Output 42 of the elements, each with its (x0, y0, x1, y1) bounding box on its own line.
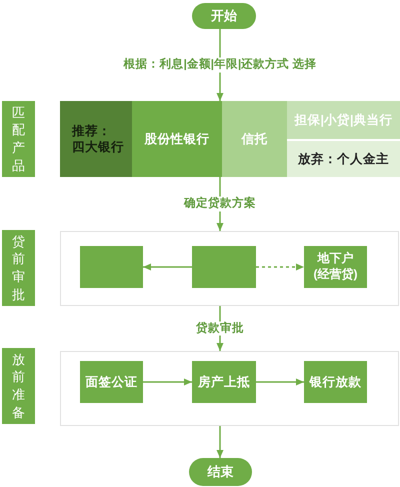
process-box (222, 101, 287, 177)
process-label: 担保|小贷|典当行 (294, 112, 392, 128)
process-label: 面签公证 (86, 374, 138, 390)
process-box (132, 101, 222, 177)
arrow (216, 177, 224, 231)
process-label: (经营贷) (314, 267, 358, 283)
process-box (60, 101, 132, 177)
stage-label: 放前准备 (12, 350, 25, 422)
arrow (143, 264, 192, 270)
process-label: 信托 (242, 130, 268, 148)
section-panel (60, 231, 399, 306)
terminal-label: 开始 (211, 8, 237, 24)
terminal-label: 结束 (208, 464, 234, 480)
dashed-arrow (256, 264, 304, 270)
process-box (192, 361, 256, 403)
terminal-pill (189, 458, 252, 486)
process-box (304, 246, 367, 288)
process-box (287, 141, 400, 177)
process-label: 四大银行 (72, 139, 124, 156)
stage-label: 匹配产品 (12, 104, 25, 174)
stage-box (2, 101, 35, 177)
process-box (304, 361, 367, 403)
stage-box (2, 230, 35, 306)
terminal-pill (192, 3, 256, 29)
process-label: 房产上抵 (198, 374, 250, 390)
process-box (80, 361, 143, 403)
process-label: 地下户 (318, 251, 354, 267)
section-panel (60, 351, 399, 426)
arrow (216, 426, 224, 458)
process-label: 银行放款 (310, 374, 362, 390)
arrow (216, 29, 224, 101)
process-box (287, 101, 400, 139)
arrow (216, 306, 224, 351)
arrow (143, 378, 192, 386)
stage-box (2, 348, 35, 424)
stage-label: 贷前审批 (12, 232, 25, 304)
process-box (192, 246, 256, 288)
process-box (80, 246, 143, 288)
process-label: 股份性银行 (144, 130, 210, 148)
process-label: 放弃：个人金主 (298, 150, 389, 168)
process-label: 推荐： (72, 122, 111, 139)
arrow (256, 378, 304, 386)
